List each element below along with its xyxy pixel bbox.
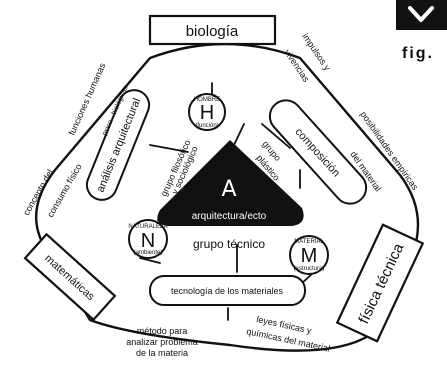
center-label: arquitectura/ecto <box>192 211 267 222</box>
node-hombre-letter: H <box>200 102 214 124</box>
box-biologia-label: biología <box>186 23 239 40</box>
label-metodo-1: método para <box>137 326 188 336</box>
label-metodo-3: de la materia <box>136 348 188 358</box>
box-matematicas: matemáticas <box>23 232 117 322</box>
pill-tecnologia-label: tecnología de los materiales <box>171 286 284 296</box>
node-naturaleza-top: NATURALEZA <box>128 224 167 230</box>
box-biologia <box>148 14 277 46</box>
node-hombre: HOMBRE H (función) <box>188 93 226 131</box>
node-naturaleza-bottom: (ambiente) <box>134 250 163 256</box>
label-impulsos: impulsos y <box>300 32 332 73</box>
node-material: MATERIAL M (estructura) <box>289 235 329 275</box>
box-fisica-tecnica: física técnica <box>335 223 425 343</box>
label-funciones: funciones humanas <box>67 61 108 137</box>
corner-emblem: fig. <box>396 0 447 62</box>
center-symbol: A <box>221 177 236 202</box>
label-metodo-2: analizar problema <box>126 337 198 347</box>
node-hombre-top: HOMBRE <box>194 97 220 103</box>
corner-caption: fig. <box>402 45 434 62</box>
node-material-bottom: (estructura) <box>294 266 325 272</box>
node-naturaleza: NATURALEZA N (ambiente) <box>128 219 168 259</box>
node-naturaleza-letter: N <box>141 230 155 252</box>
center-triangle <box>157 140 304 226</box>
node-hombre-bottom: (función) <box>195 123 218 129</box>
node-material-top: MATERIAL <box>294 239 324 245</box>
pill-tecnologia <box>149 275 306 306</box>
node-material-letter: M <box>301 245 318 267</box>
label-grupo-tecnico: grupo técnico <box>193 237 265 251</box>
